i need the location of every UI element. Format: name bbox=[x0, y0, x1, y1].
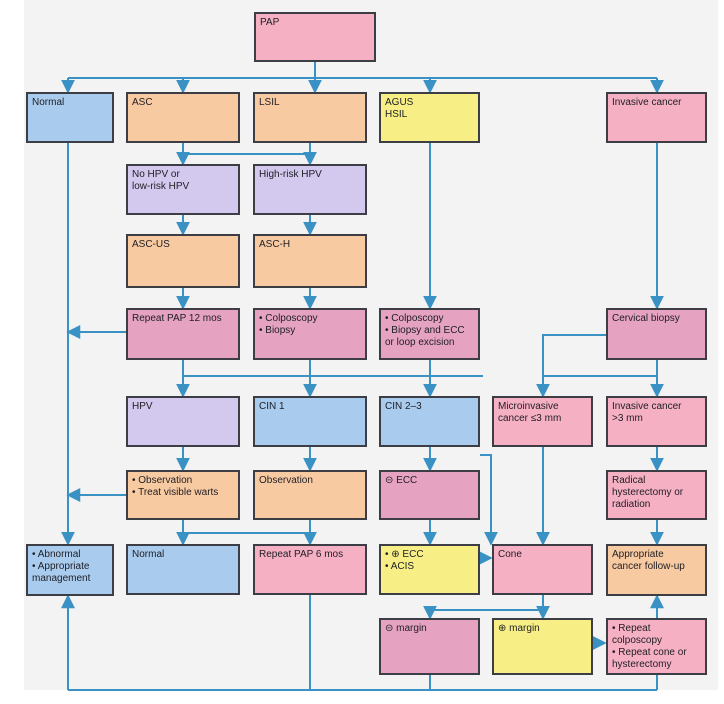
edge-cin23-cone bbox=[480, 454, 498, 546]
node-normal-2: Normal bbox=[126, 544, 240, 595]
node-normal: Normal bbox=[26, 92, 114, 143]
node-invasive-cancer: Invasive cancer bbox=[606, 92, 707, 143]
node-cin1: CIN 1 bbox=[253, 396, 367, 447]
node-lsil: LSIL bbox=[253, 92, 367, 143]
node-abnormal: • Abnormal• Appropriate management bbox=[26, 544, 114, 596]
node-colposcopy-ecc: • Colposcopy• Biopsy and ECC or loop exc… bbox=[379, 308, 480, 360]
node-cin23: CIN 2–3 bbox=[379, 396, 480, 447]
node-repeat-pap-12: Repeat PAP 12 mos bbox=[126, 308, 240, 360]
node-colposcopy-biopsy: • Colposcopy• Biopsy bbox=[253, 308, 367, 360]
edge-asc-split bbox=[182, 143, 310, 155]
node-asc-us: ASC-US bbox=[126, 234, 240, 288]
node-observation-warts: • Observation• Treat visible warts bbox=[126, 470, 240, 520]
node-margin-negative: ⊝ margin bbox=[379, 618, 480, 675]
node-observation: Observation bbox=[253, 470, 367, 520]
node-hpv: HPV bbox=[126, 396, 240, 447]
node-cervical-biopsy: Cervical biopsy bbox=[606, 308, 707, 360]
node-cone: Cone bbox=[492, 544, 593, 595]
node-margin-positive: ⊕ margin bbox=[492, 618, 593, 675]
node-high-risk-hpv: High-risk HPV bbox=[253, 164, 367, 215]
edge-cervbiopsy-branch bbox=[536, 334, 606, 398]
node-ecc-positive: • ⊕ ECC• ACIS bbox=[379, 544, 480, 595]
node-pap: PAP bbox=[254, 12, 376, 62]
node-invasive-gt3: Invasive cancer>3 mm bbox=[606, 396, 707, 447]
node-ecc-negative: ⊝ ECC bbox=[379, 470, 480, 520]
node-repeat-colposcopy: • Repeat colposcopy• Repeat cone or hyst… bbox=[606, 618, 707, 675]
node-repeat-pap-6: Repeat PAP 6 mos bbox=[253, 544, 367, 595]
node-asc: ASC bbox=[126, 92, 240, 143]
node-asc-h: ASC-H bbox=[253, 234, 367, 288]
